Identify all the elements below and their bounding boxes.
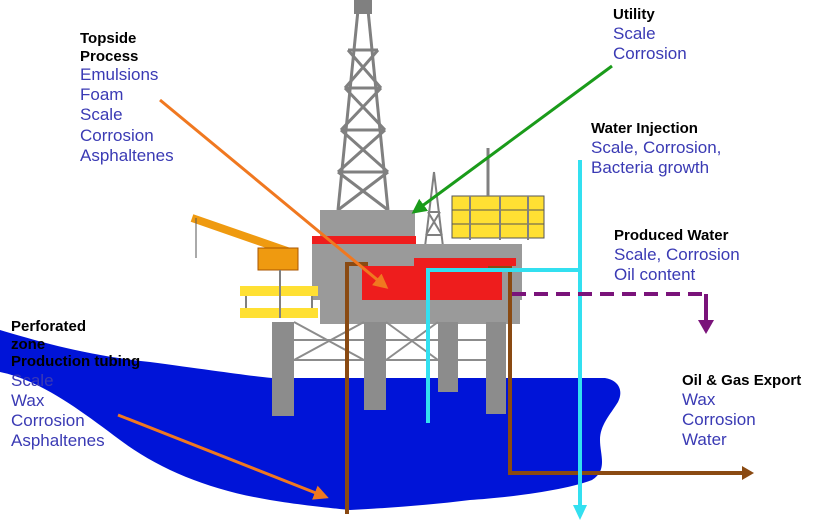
perforated-zone-label: Perforated zone Production tubing Scale … [11,318,140,451]
production-tubing [345,262,368,514]
topside-title-line: Topside [80,30,137,47]
upper-red-bar [414,258,516,266]
export-issue: Water [682,429,727,449]
perforated-issue: Scale [11,371,54,391]
produced-water-issue: Scale, Corrosion [614,244,740,264]
utility-label: Utility Scale Corrosion [613,6,687,64]
left-module [240,270,318,318]
produced-water-label: Produced Water Scale, Corrosion Oil cont… [614,227,740,285]
lower-deck [320,300,520,324]
produced-water-line [512,292,708,322]
perforated-title-line: Production tubing [11,353,141,371]
water-injection-line [426,160,582,505]
derrick-crown [354,0,372,14]
topside-issue: Emulsions [80,65,159,85]
produced-water-title: Produced Water [614,227,729,244]
accommodation-module [451,148,545,240]
perforated-title-line: Perforated [11,318,87,335]
water-injection-title: Water Injection [591,120,698,137]
derrick [336,9,390,212]
helideck [312,236,416,244]
perforated-issue: Asphaltenes [11,431,105,451]
topside-pointer [159,98,389,289]
topside-issue: Scale [80,105,123,125]
perforated-title-line: zone [11,335,46,353]
topside-issue: Corrosion [80,125,154,145]
drill-floor [320,210,415,240]
utility-issue: Corrosion [613,43,687,63]
export-arrowhead [742,466,754,480]
flare-tower [423,171,445,256]
perforated-issue: Wax [11,391,45,411]
export-title: Oil & Gas Export [682,372,802,389]
water-injection-issue: Scale, Corrosion, [591,137,722,157]
perforated-pointer [117,413,329,500]
topside-title-line: Process [80,47,139,65]
water-injection-arrowhead [573,505,587,520]
utility-pointer [411,64,613,214]
topside-process-label: Topside Process Emulsions Foam Scale Cor… [80,30,174,166]
produced-water-issue: Oil content [614,264,696,284]
export-issue: Wax [682,389,716,409]
export-label: Oil & Gas Export Wax Corrosion Water [682,372,801,450]
produced-water-arrowhead [698,320,714,334]
crane [190,214,299,271]
water-injection-label: Water Injection Scale, Corrosion, Bacter… [591,120,721,178]
export-issue: Corrosion [682,409,756,429]
topside-issue: Asphaltenes [80,145,174,165]
perforated-issue: Corrosion [11,411,85,431]
sea-surface [0,330,621,510]
utility-issue: Scale [613,23,656,43]
platform-legs [272,321,506,416]
topside-issue: Foam [80,85,124,105]
water-injection-issue: Bacteria growth [591,157,710,177]
utility-title: Utility [613,6,655,23]
